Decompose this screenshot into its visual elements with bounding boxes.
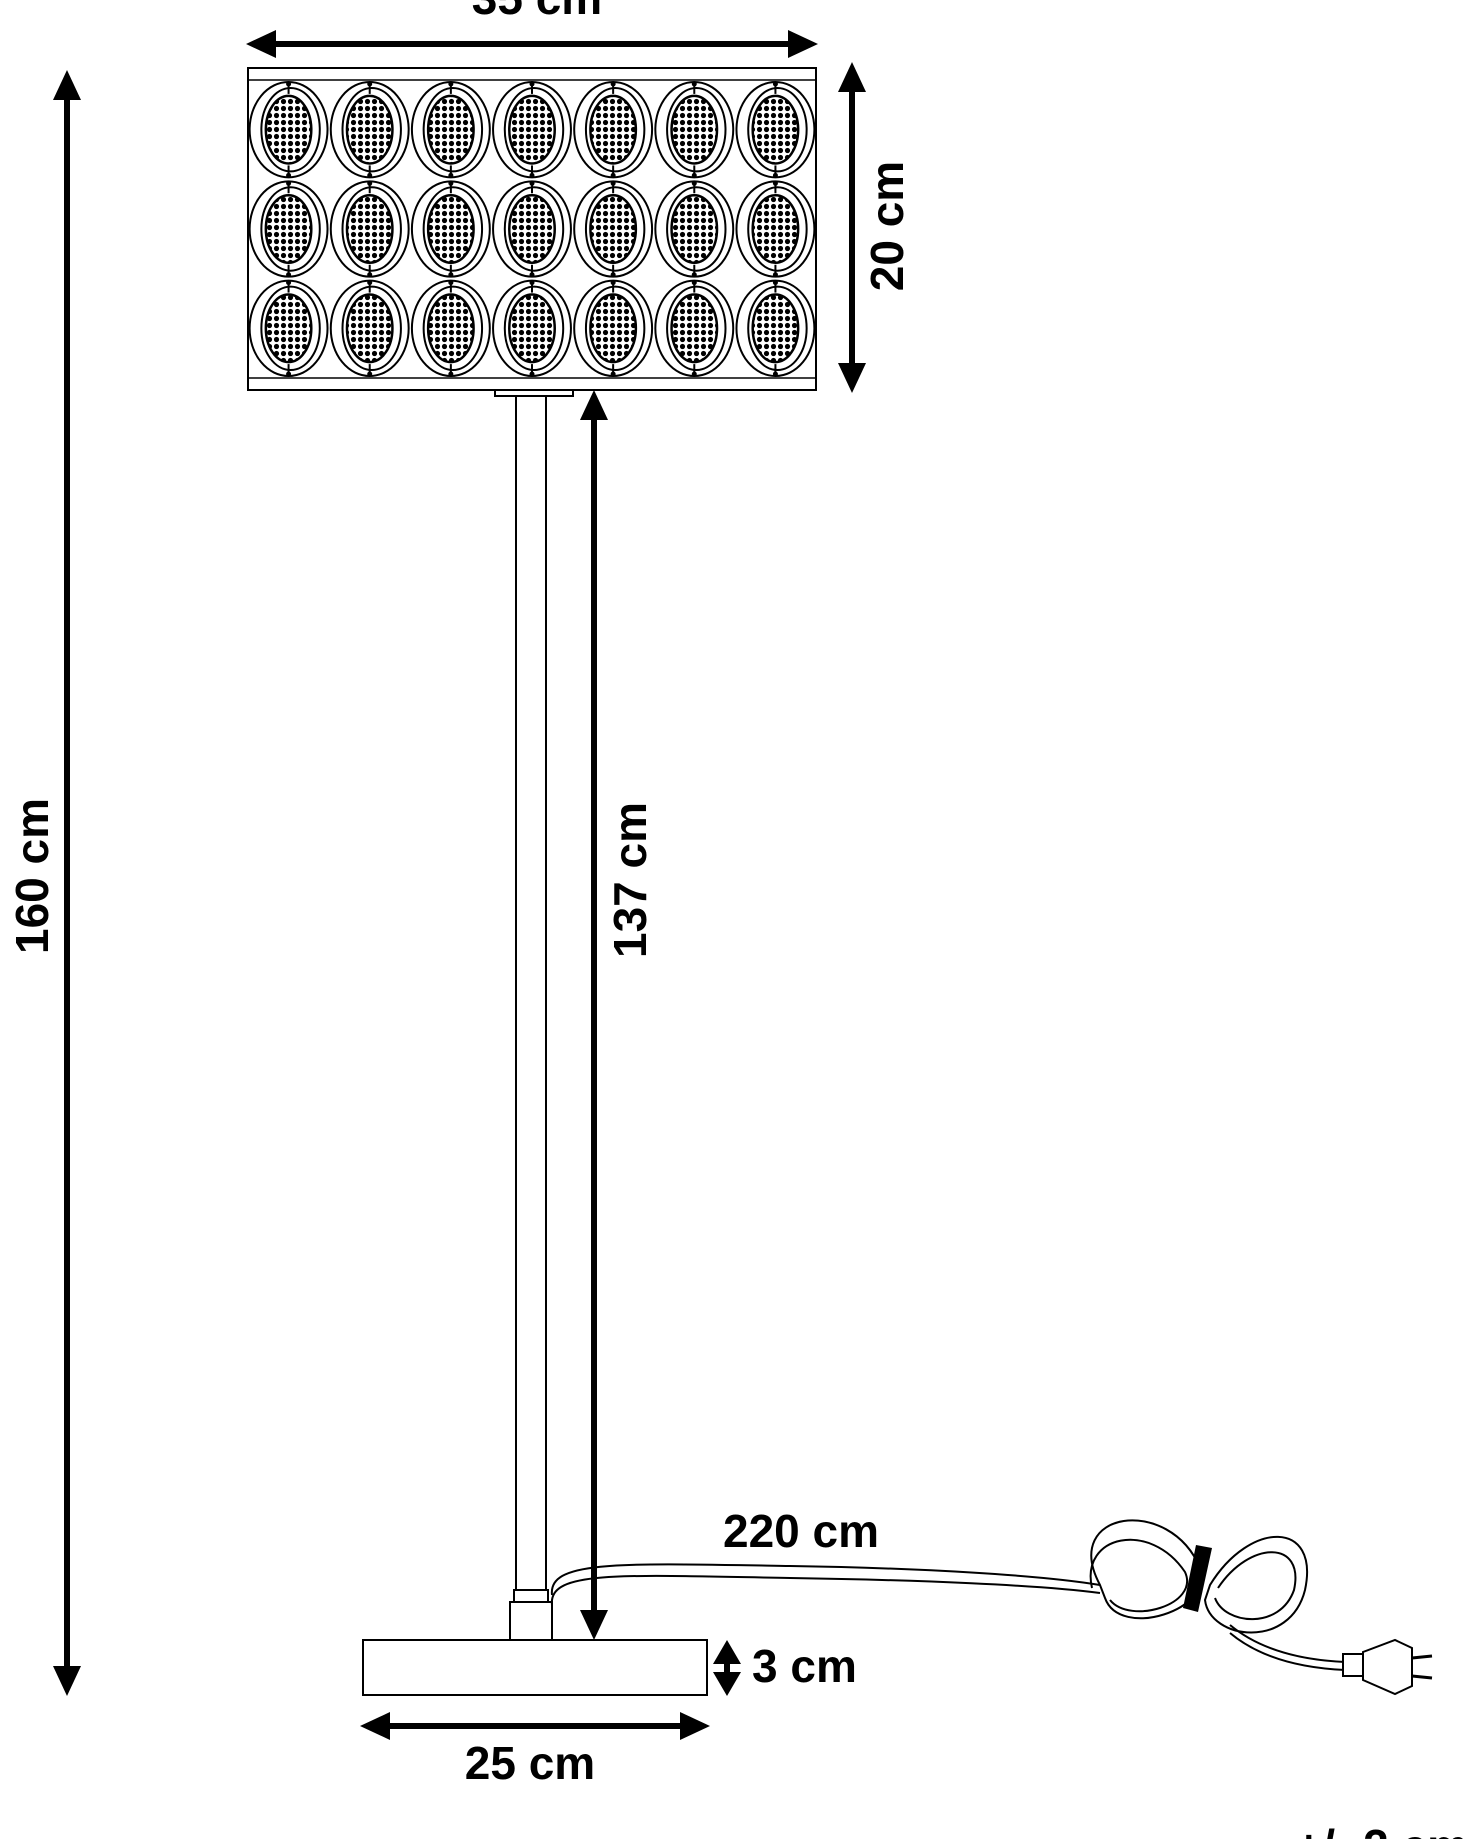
lamp-pole — [494, 389, 574, 1641]
shade-oval — [329, 80, 410, 179]
shade-oval — [654, 279, 735, 378]
shade-oval — [492, 180, 572, 278]
shade-oval — [410, 279, 491, 378]
shade-oval — [735, 180, 816, 278]
base-width-label: 25 cm — [465, 1737, 595, 1789]
shade-height-label: 20 cm — [861, 161, 913, 291]
shade-oval-pattern — [248, 80, 816, 378]
base-height-label: 3 cm — [752, 1640, 857, 1692]
shade-oval — [573, 80, 654, 179]
shade-oval — [410, 180, 491, 278]
shade-oval — [492, 80, 572, 179]
lamp-base — [362, 1639, 708, 1696]
base-height-dimension: 3 cm — [713, 1640, 857, 1696]
tolerance-note: +/- 2 cm — [1295, 1820, 1468, 1839]
shade-width-label: 35 cm — [472, 0, 602, 24]
cable-length-label: 220 cm — [723, 1505, 879, 1557]
shade-oval — [492, 279, 572, 378]
shade-width-dimension: 35 cm — [246, 0, 818, 58]
shade-oval — [248, 180, 329, 278]
shade-height-dimension: 20 cm — [838, 62, 913, 393]
shade-oval — [329, 279, 410, 378]
shade-oval — [248, 80, 329, 179]
shade-oval — [329, 180, 410, 278]
shade-oval — [654, 80, 735, 179]
pole-height-dimension: 137 cm — [580, 390, 656, 1640]
base-width-dimension: 25 cm — [360, 1712, 710, 1789]
plug-icon — [1342, 1638, 1433, 1696]
shade-oval — [735, 80, 816, 179]
shade-oval — [735, 279, 816, 378]
shade-oval — [573, 279, 654, 378]
shade-oval — [573, 180, 654, 278]
lamp-shade — [247, 67, 817, 391]
total-height-label: 160 cm — [6, 798, 58, 954]
total-height-dimension: 160 cm — [6, 70, 81, 1696]
shade-oval — [654, 180, 735, 278]
shade-oval — [410, 80, 491, 179]
shade-oval — [248, 279, 329, 378]
pole-height-label: 137 cm — [604, 802, 656, 958]
power-cable — [550, 1519, 1346, 1671]
